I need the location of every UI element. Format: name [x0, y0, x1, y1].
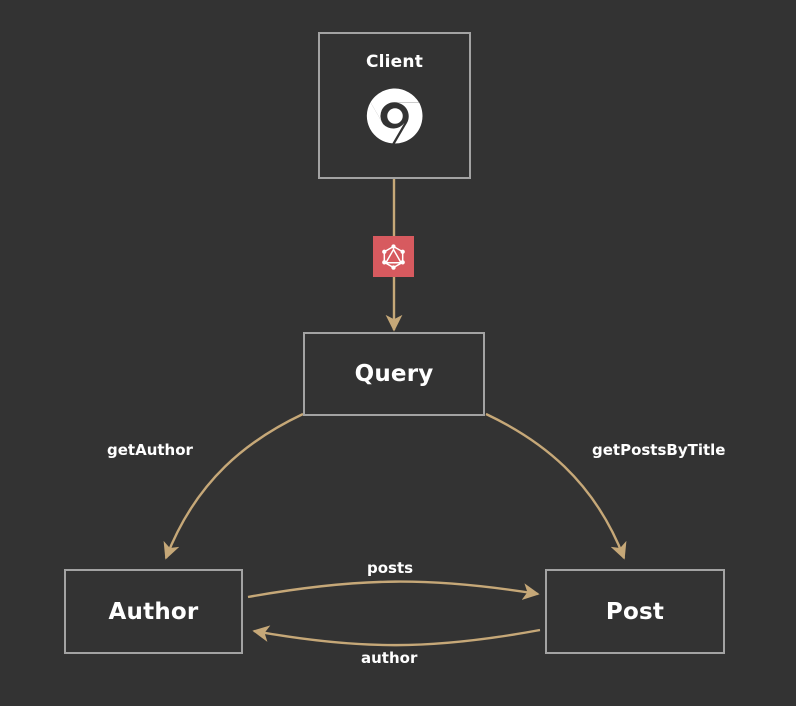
edge-query-to-post	[485, 412, 627, 560]
chrome-icon	[365, 86, 425, 146]
node-query[interactable]: Query	[303, 332, 485, 416]
node-author[interactable]: Author	[64, 569, 243, 654]
edge-author-to-post	[247, 580, 540, 600]
edge-post-to-author	[252, 625, 541, 647]
graphql-icon	[380, 243, 407, 270]
edge-label-posts: posts	[367, 559, 414, 577]
node-client[interactable]: Client	[318, 32, 471, 179]
edge-label-get-author: getAuthor	[107, 441, 193, 459]
edge-label-get-posts-by-title: getPostsByTitle	[592, 441, 726, 459]
node-client-label: Client	[365, 52, 424, 72]
edge-query-to-author	[163, 412, 304, 560]
node-author-label: Author	[108, 598, 199, 625]
edge-label-author: author	[361, 649, 418, 667]
node-query-label: Query	[354, 361, 434, 387]
graphql-badge[interactable]	[373, 236, 414, 277]
node-post-label: Post	[605, 598, 665, 625]
node-post[interactable]: Post	[545, 569, 725, 654]
